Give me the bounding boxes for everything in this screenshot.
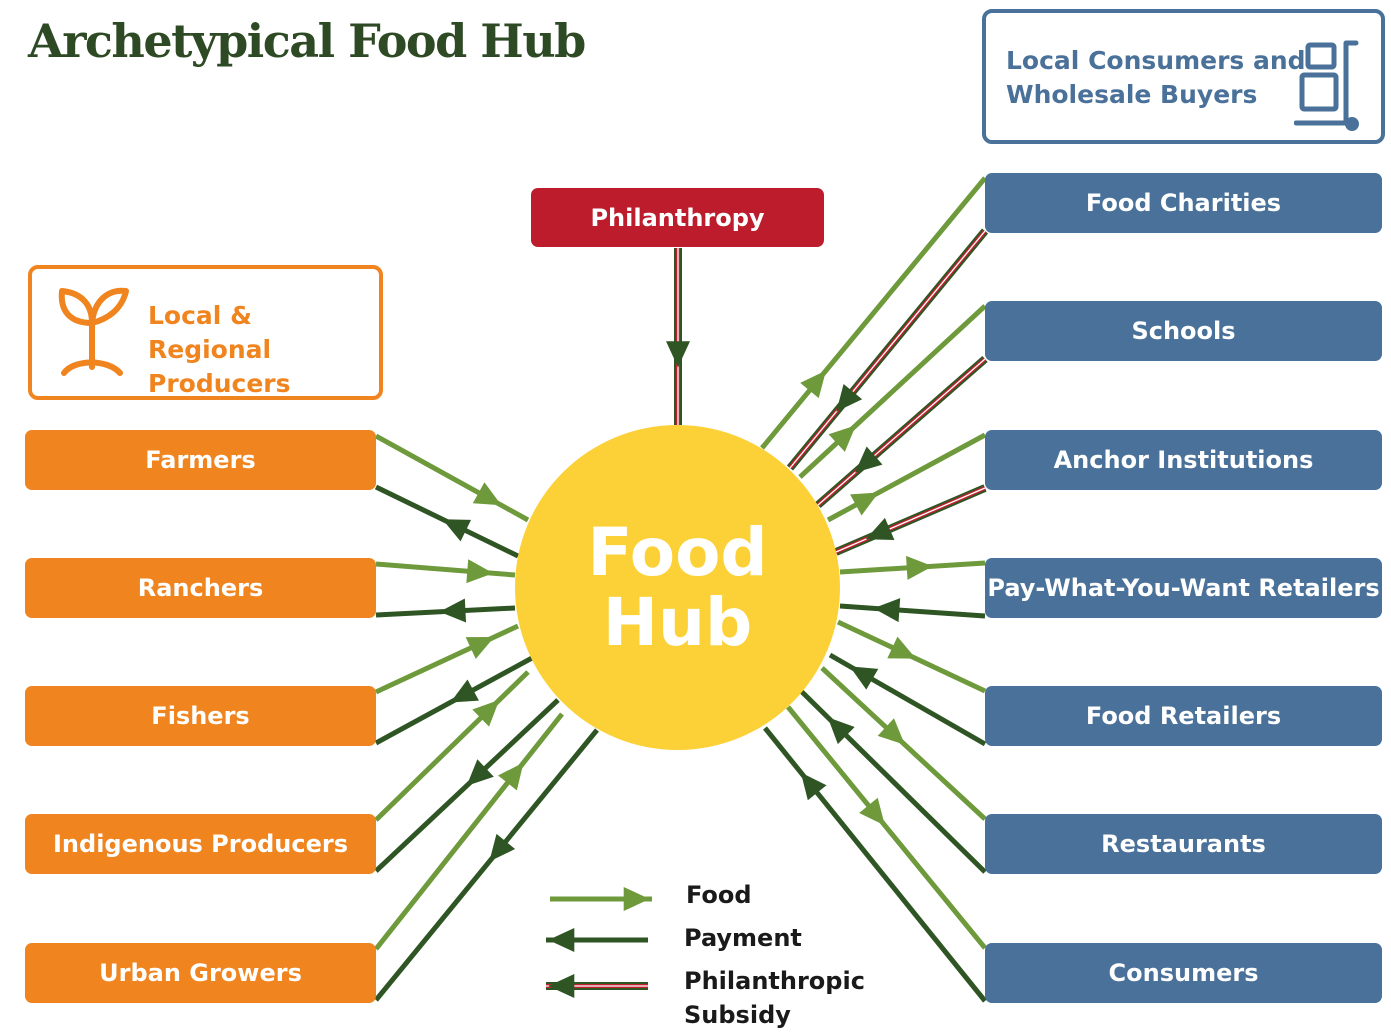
producer-food-arrow-head: [465, 637, 495, 659]
consumers-group-label: Local Consumers and Wholesale Buyers: [1006, 46, 1306, 109]
producer-food-arrow: [374, 623, 520, 695]
food-hub-node[interactable]: Food Hub: [515, 425, 840, 750]
consumer-payment-arrow: [763, 726, 987, 1003]
producers-group-label: Local & Regional Producers: [148, 301, 291, 398]
producer-food-arrow: [374, 670, 530, 822]
sprout-icon: [58, 287, 129, 376]
producer-payment-arrow-head: [439, 598, 467, 623]
legend-food-line-head: [623, 887, 650, 911]
consumer-consumers[interactable]: Consumers: [985, 943, 1382, 1003]
legend-subsidy-line-head: [548, 974, 575, 998]
philanthropy-node[interactable]: Philanthropy: [531, 188, 824, 247]
page-title: Archetypical Food Hub: [28, 14, 586, 68]
consumer-food-arrow: [798, 304, 987, 479]
producer-ranchers[interactable]: Ranchers: [25, 558, 376, 618]
legend-subsidy-arrow: [546, 974, 648, 998]
hand-truck-icon: [1294, 40, 1359, 131]
consumer-food-arrow-head: [859, 797, 885, 826]
producer-food-arrow-head: [498, 762, 524, 791]
producers-group-box: Local & Regional Producers: [28, 265, 383, 400]
consumer-subsidy-arrow-head: [854, 446, 883, 473]
producer-payment-arrow-head: [442, 519, 472, 542]
consumer-payment-arrow-head: [873, 598, 901, 623]
consumer-anchor-institutions[interactable]: Anchor Institutions: [985, 430, 1382, 490]
consumer-food-arrow-head: [877, 718, 905, 745]
consumer-pay-what-you-want-retailers[interactable]: Pay-What-You-Want Retailers: [985, 558, 1382, 618]
consumer-payment-arrow-head: [849, 666, 879, 690]
consumer-restaurants[interactable]: Restaurants: [985, 814, 1382, 874]
consumer-subsidy-arrow-head: [836, 383, 863, 412]
consumer-food-arrow: [826, 432, 987, 523]
consumer-subsidy-arrow-head: [865, 517, 895, 540]
consumer-payment-arrow-head: [827, 717, 855, 745]
legend-food-label: Food: [686, 881, 752, 909]
producer-payment-arrow-head: [489, 833, 516, 862]
legend-payment-label: Payment: [684, 924, 802, 952]
consumer-food-arrow: [786, 705, 987, 950]
producer-payment-arrow-head: [466, 759, 494, 786]
producer-food-arrow: [374, 712, 564, 951]
consumers-group-box: Local Consumers and Wholesale Buyers: [982, 9, 1385, 144]
legend-payment-line-head: [548, 928, 575, 952]
consumer-payment-arrow-head: [800, 772, 827, 801]
philanthropy-subsidy-arrow-head: [666, 341, 690, 368]
consumer-food-arrow-head: [800, 370, 827, 399]
producer-indigenous-producers[interactable]: Indigenous Producers: [25, 814, 376, 874]
producer-food-arrow-head: [466, 559, 494, 584]
hub-label-line1: Food: [587, 513, 768, 591]
producer-food-arrow: [375, 561, 516, 578]
producer-food-arrow: [374, 433, 530, 523]
hub-label-line2: Hub: [602, 583, 753, 661]
consumer-food-arrow-head: [887, 636, 916, 659]
consumer-payment-arrow: [839, 603, 986, 619]
producer-food-arrow-head: [472, 482, 502, 506]
consumer-food-arrow: [760, 176, 987, 450]
consumer-food-retailers[interactable]: Food Retailers: [985, 686, 1382, 746]
legend-subsidy-label: Philanthropic Subsidy: [684, 967, 865, 1029]
producer-urban-growers[interactable]: Urban Growers: [25, 943, 376, 1003]
producer-payment-arrow: [374, 728, 599, 1002]
consumer-food-arrow-head: [850, 492, 879, 516]
consumer-food-charities[interactable]: Food Charities: [985, 173, 1382, 233]
producer-farmers[interactable]: Farmers: [25, 430, 376, 490]
consumer-food-arrow-head: [828, 425, 856, 452]
consumer-food-arrow-head: [906, 555, 933, 580]
producer-payment-arrow-head: [450, 679, 479, 703]
producer-food-arrow-head: [472, 699, 500, 727]
legend-food-arrow: [550, 887, 652, 911]
legend-payment-arrow: [546, 928, 648, 952]
producer-fishers[interactable]: Fishers: [25, 686, 376, 746]
consumer-schools[interactable]: Schools: [985, 301, 1382, 361]
